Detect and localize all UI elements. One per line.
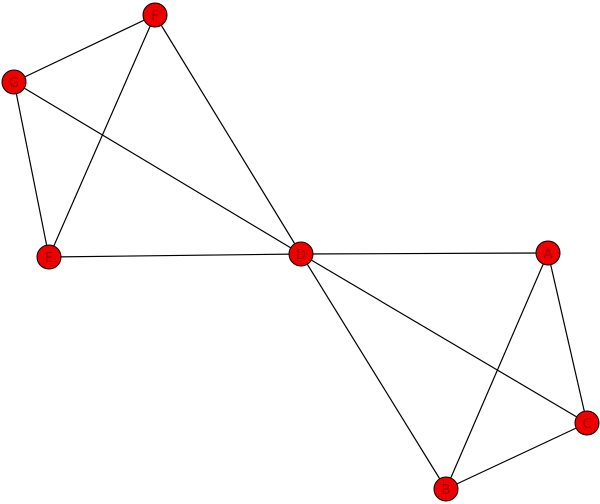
- node-label-A: A: [544, 247, 553, 262]
- node-B: [433, 476, 459, 502]
- edge-A-B: [445, 252, 549, 490]
- edge-E-D: [48, 253, 302, 258]
- edge-G-D: [13, 81, 302, 255]
- edge-A-C: [547, 252, 588, 424]
- node-label-G: G: [9, 76, 19, 91]
- edge-F-D: [154, 14, 302, 255]
- edge-G-E: [13, 81, 50, 258]
- edge-D-C: [300, 253, 588, 424]
- node-label-B: B: [442, 483, 451, 498]
- edge-D-A: [300, 252, 549, 255]
- node-label-C: C: [582, 417, 591, 432]
- node-F: [142, 2, 168, 28]
- edge-F-G: [13, 14, 156, 83]
- edge-D-B: [300, 253, 447, 490]
- node-label-E: E: [45, 251, 53, 266]
- node-label-D: D: [296, 248, 306, 263]
- node-E: [36, 244, 62, 270]
- node-A: [535, 240, 561, 266]
- node-D: [288, 241, 314, 267]
- edge-B-C: [445, 422, 588, 490]
- node-C: [574, 410, 600, 436]
- node-label-F: F: [151, 9, 158, 24]
- node-G: [1, 69, 27, 95]
- edge-E-F: [48, 14, 156, 258]
